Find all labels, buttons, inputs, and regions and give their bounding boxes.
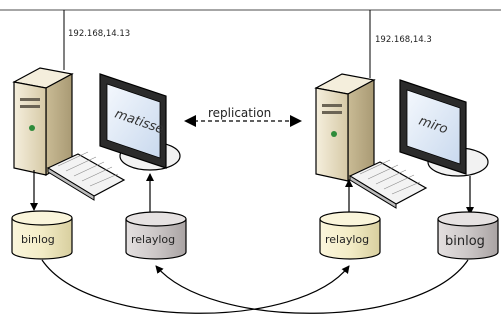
right-relaylog-label: relaylog: [325, 233, 369, 246]
right-binlog-label: binlog: [445, 234, 485, 249]
left-ip-label: 192.168,14.13: [68, 29, 130, 39]
left-monitor-icon: matisse: [99, 73, 181, 171]
flow-left-binlog-to-right-relaylog: [41, 259, 350, 314]
left-computer: matisse: [12, 67, 181, 201]
left-binlog-label: binlog: [21, 233, 55, 246]
replication-label: replication: [208, 106, 271, 120]
right-keyboard-icon: [348, 159, 428, 209]
right-computer: miro: [314, 73, 489, 209]
replication-arrow: [184, 115, 302, 127]
left-keyboard-icon: [46, 151, 126, 201]
right-relaylog-db-icon: relaylog: [319, 211, 381, 260]
left-tower-icon: [12, 67, 74, 177]
right-monitor-icon: miro: [399, 79, 489, 177]
right-power-led: [331, 131, 337, 137]
left-relaylog-label: relaylog: [131, 233, 175, 246]
left-relaylog-db-icon: relaylog: [125, 211, 187, 260]
right-tower-icon: [314, 73, 376, 183]
right-binlog-db-icon: binlog: [437, 211, 499, 260]
flow-right-binlog-to-left-relaylog: [155, 259, 469, 314]
left-binlog-db-icon: binlog: [11, 210, 73, 260]
right-ip-label: 192.168,14.3: [375, 35, 432, 45]
left-power-led: [29, 125, 35, 131]
